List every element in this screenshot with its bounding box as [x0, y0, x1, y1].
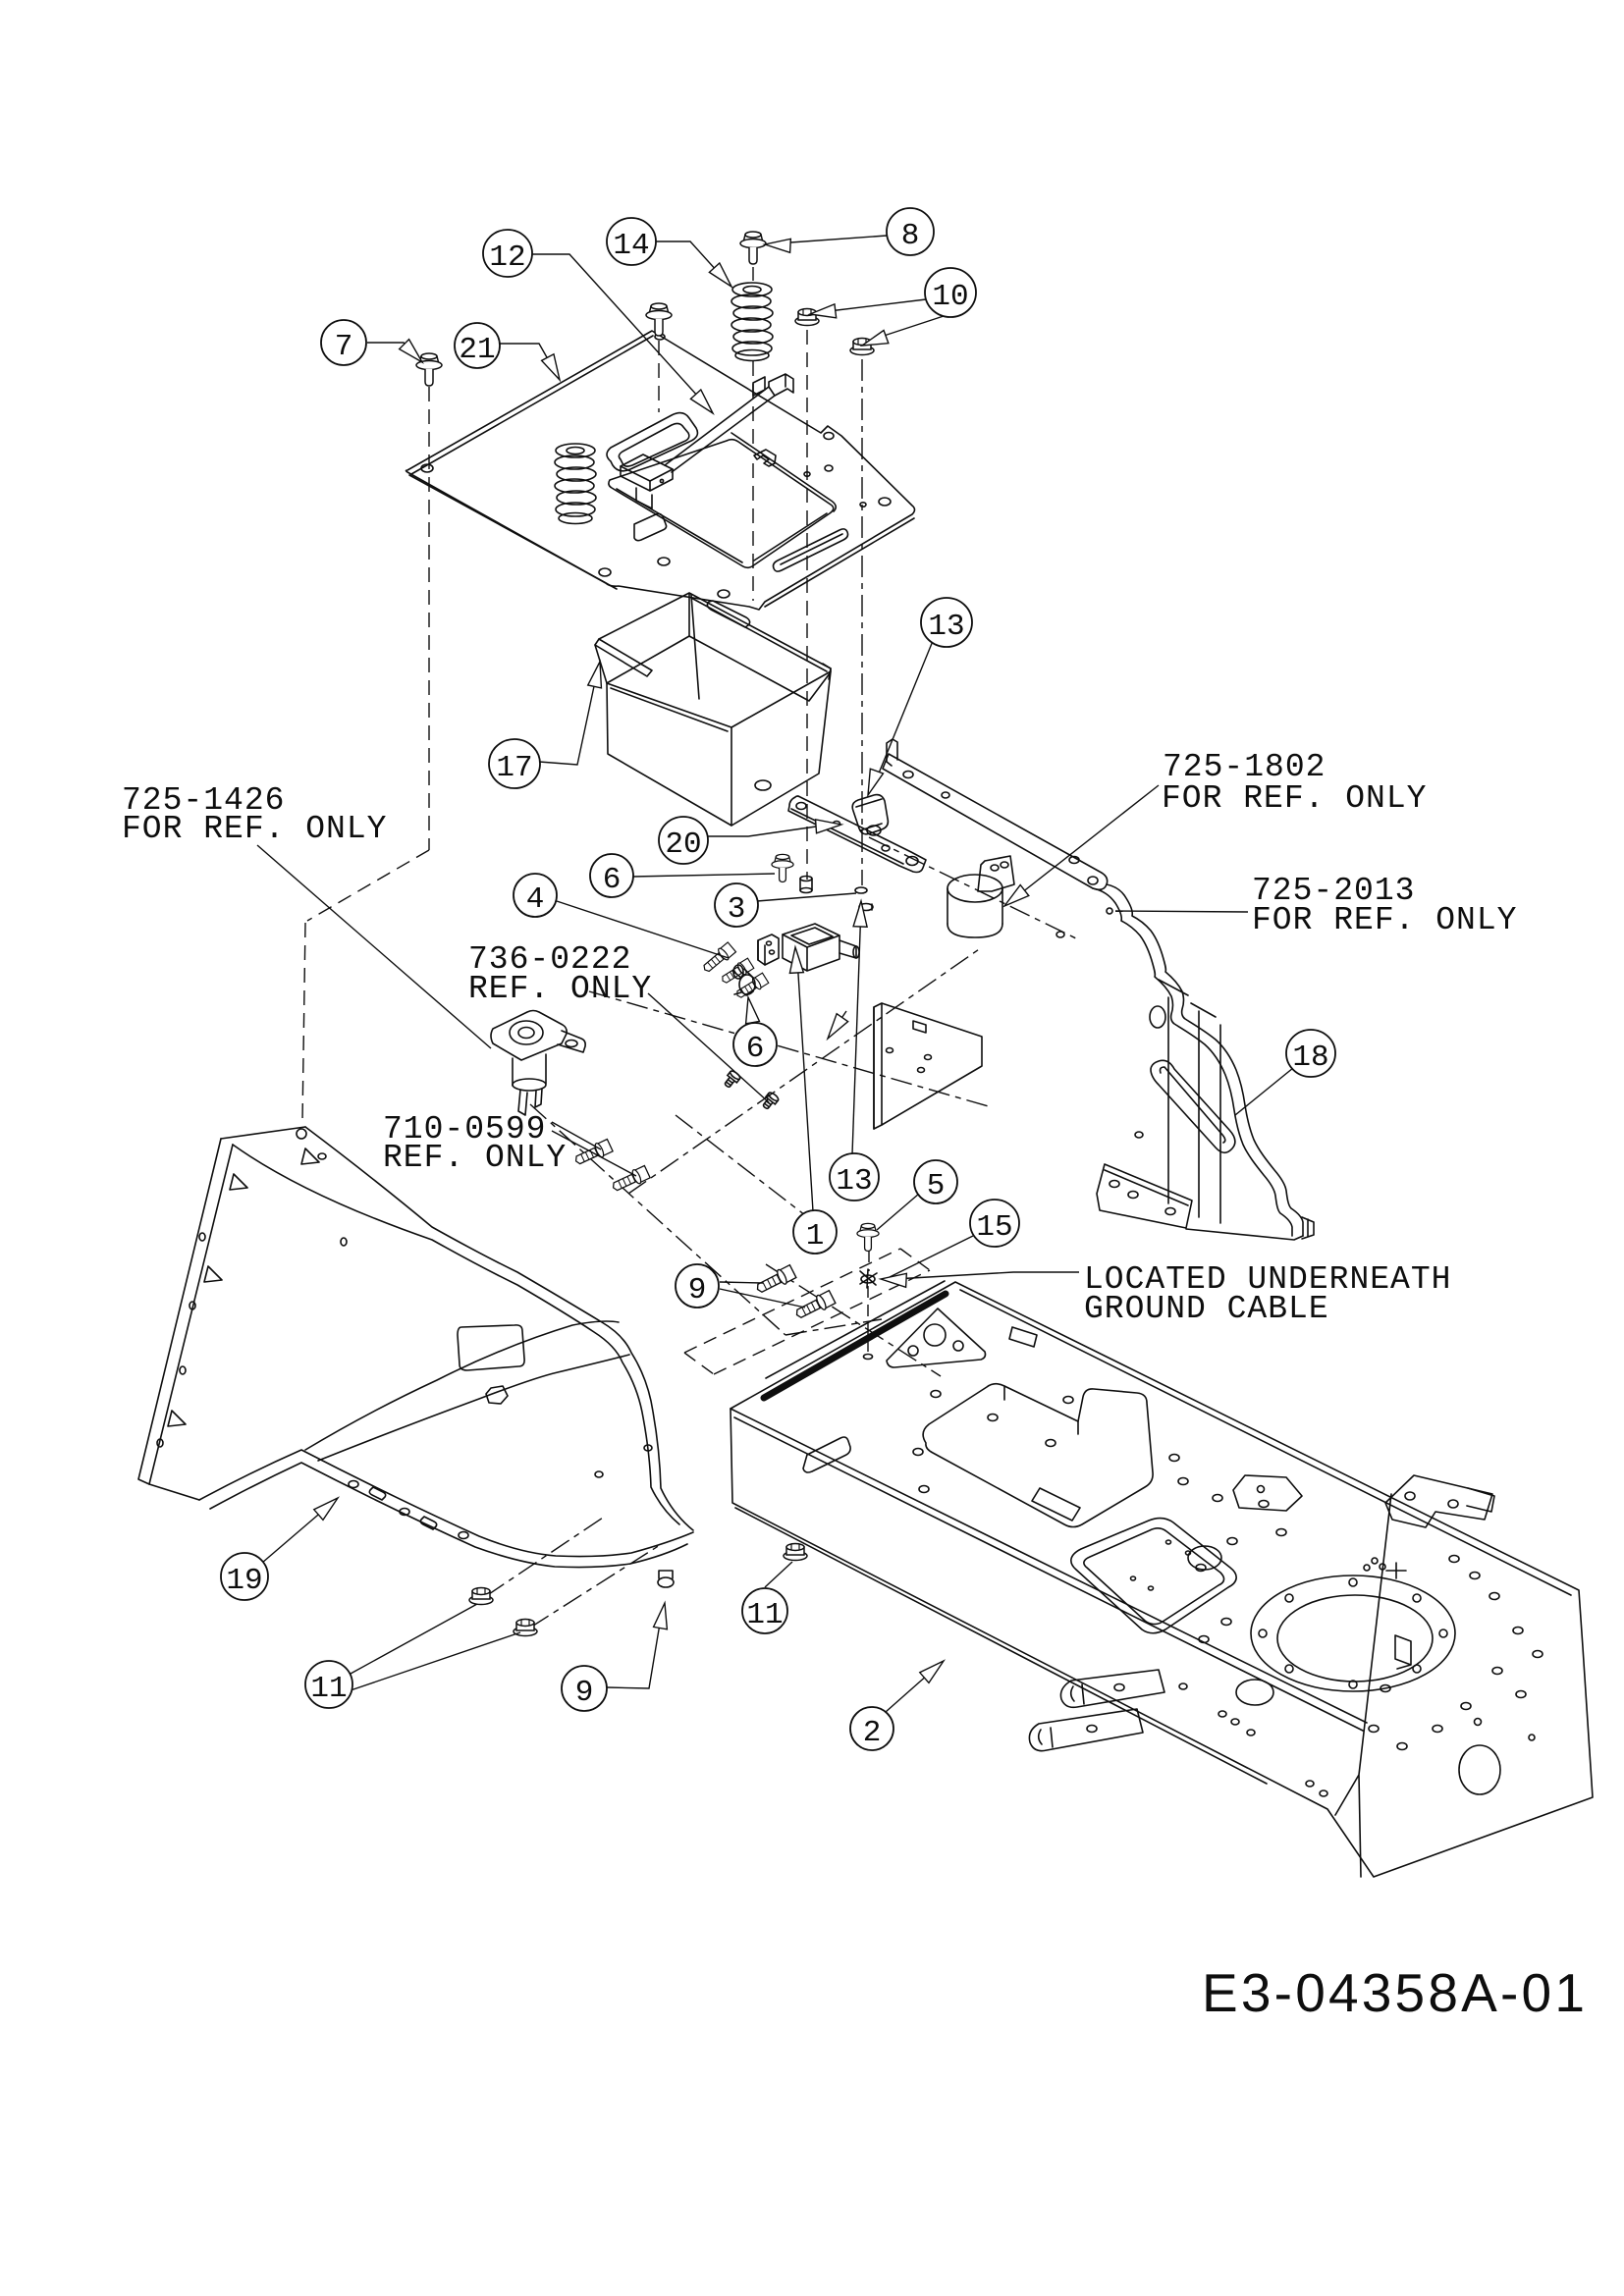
- svg-text:2: 2: [863, 1716, 882, 1750]
- svg-text:710-0599: 710-0599: [383, 1111, 546, 1148]
- svg-text:736-0222: 736-0222: [468, 941, 631, 978]
- svg-text:18: 18: [1292, 1041, 1328, 1075]
- svg-text:9: 9: [688, 1273, 707, 1308]
- svg-text:6: 6: [603, 863, 622, 897]
- svg-text:FOR REF. ONLY: FOR REF. ONLY: [1162, 780, 1427, 817]
- svg-text:17: 17: [496, 751, 532, 785]
- svg-text:3: 3: [728, 892, 746, 927]
- svg-text:725-2013: 725-2013: [1252, 873, 1415, 909]
- svg-text:GROUND CABLE: GROUND CABLE: [1084, 1291, 1329, 1327]
- svg-text:725-1802: 725-1802: [1163, 749, 1326, 785]
- svg-text:E3-04358A-01: E3-04358A-01: [1202, 1962, 1588, 2023]
- svg-text:11: 11: [310, 1672, 347, 1706]
- svg-text:21: 21: [459, 333, 495, 367]
- svg-text:FOR REF. ONLY: FOR REF. ONLY: [122, 811, 387, 847]
- svg-text:12: 12: [489, 240, 525, 275]
- svg-text:6: 6: [746, 1032, 765, 1066]
- svg-text:725-1426: 725-1426: [122, 782, 285, 819]
- svg-text:FOR REF. ONLY: FOR REF. ONLY: [1252, 902, 1517, 938]
- svg-text:REF. ONLY: REF. ONLY: [468, 971, 652, 1007]
- svg-text:7: 7: [335, 330, 353, 364]
- svg-text:4: 4: [526, 882, 545, 917]
- svg-text:15: 15: [976, 1210, 1012, 1245]
- svg-text:11: 11: [746, 1598, 783, 1632]
- svg-text:5: 5: [927, 1169, 946, 1203]
- svg-text:20: 20: [665, 828, 701, 862]
- svg-text:1: 1: [806, 1219, 825, 1254]
- svg-text:19: 19: [226, 1564, 262, 1598]
- svg-text:8: 8: [901, 219, 920, 253]
- svg-text:13: 13: [928, 610, 964, 644]
- svg-text:10: 10: [932, 280, 968, 314]
- svg-text:LOCATED UNDERNEATH: LOCATED UNDERNEATH: [1084, 1261, 1451, 1298]
- svg-text:9: 9: [575, 1676, 594, 1710]
- svg-text:14: 14: [613, 229, 649, 263]
- svg-text:13: 13: [836, 1164, 872, 1199]
- svg-text:REF. ONLY: REF. ONLY: [383, 1140, 567, 1176]
